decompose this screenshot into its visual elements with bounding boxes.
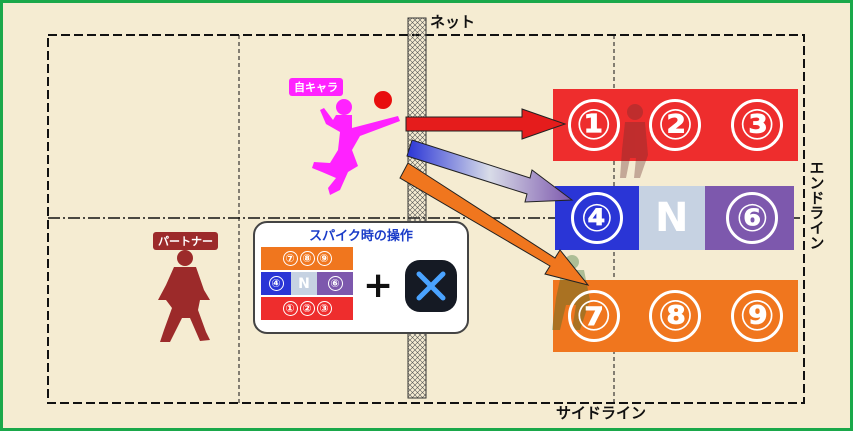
self-char-tag: 自キャラ <box>289 78 343 96</box>
zone-4: ④ <box>571 192 623 244</box>
net-label: ネット <box>430 13 476 31</box>
spike-control-panel: スパイク時の操作 ⑦ ⑧ ⑨ ④ N ⑥ ① ② ③ + <box>253 221 469 334</box>
zone-6: ⑥ <box>726 192 779 244</box>
zone-row-top-labels: ① ② ③ <box>553 89 798 161</box>
x-glyph-icon <box>416 271 446 301</box>
arrow-to-middle <box>406 139 574 203</box>
mini-zone-3: ③ <box>316 301 332 316</box>
partner-silhouette <box>158 250 210 342</box>
mini-zone-1: ① <box>282 301 298 316</box>
plus-sign: + <box>363 265 394 306</box>
mini-zone-grid: ⑦ ⑧ ⑨ ④ N ⑥ ① ② ③ <box>261 247 353 323</box>
ball <box>374 91 392 109</box>
mini-zone-2: ② <box>299 301 315 316</box>
mini-zone-6: ⑥ <box>327 276 343 291</box>
mini-zone-9: ⑨ <box>316 251 332 266</box>
net <box>407 17 427 399</box>
endline-label: エンドライン <box>807 160 826 250</box>
zone-row-middle-labels: ④ N ⑥ <box>555 186 794 250</box>
zone-9: ⑨ <box>731 290 784 342</box>
arrow-to-bottom <box>399 162 590 286</box>
zone-7: ⑦ <box>567 290 620 342</box>
x-button-icon <box>405 260 457 312</box>
zone-row-bottom-labels: ⑦ ⑧ ⑨ <box>553 280 798 352</box>
self-character-silhouette <box>312 99 400 195</box>
zone-3: ③ <box>731 99 784 151</box>
mini-zone-7: ⑦ <box>282 251 298 266</box>
control-title: スパイク時の操作 <box>309 229 413 244</box>
zone-8: ⑧ <box>649 290 702 342</box>
zone-2: ② <box>649 99 702 151</box>
mini-zone-4: ④ <box>268 276 284 291</box>
zone-n-box <box>639 186 705 250</box>
mini-zone-n: N <box>291 272 317 295</box>
arrow-to-top <box>405 108 567 140</box>
zone-n: N <box>655 195 689 241</box>
sideline-label: サイドライン <box>556 404 647 422</box>
partner-tag: パートナー <box>153 232 218 250</box>
mini-zone-8: ⑧ <box>299 251 315 266</box>
mini-row-middle: ④ N ⑥ <box>261 272 353 295</box>
mini-row-top: ⑦ ⑧ ⑨ <box>261 247 353 270</box>
mini-row-bottom: ① ② ③ <box>261 297 353 320</box>
zone-1: ① <box>567 99 620 151</box>
spike-arrows <box>399 108 590 286</box>
